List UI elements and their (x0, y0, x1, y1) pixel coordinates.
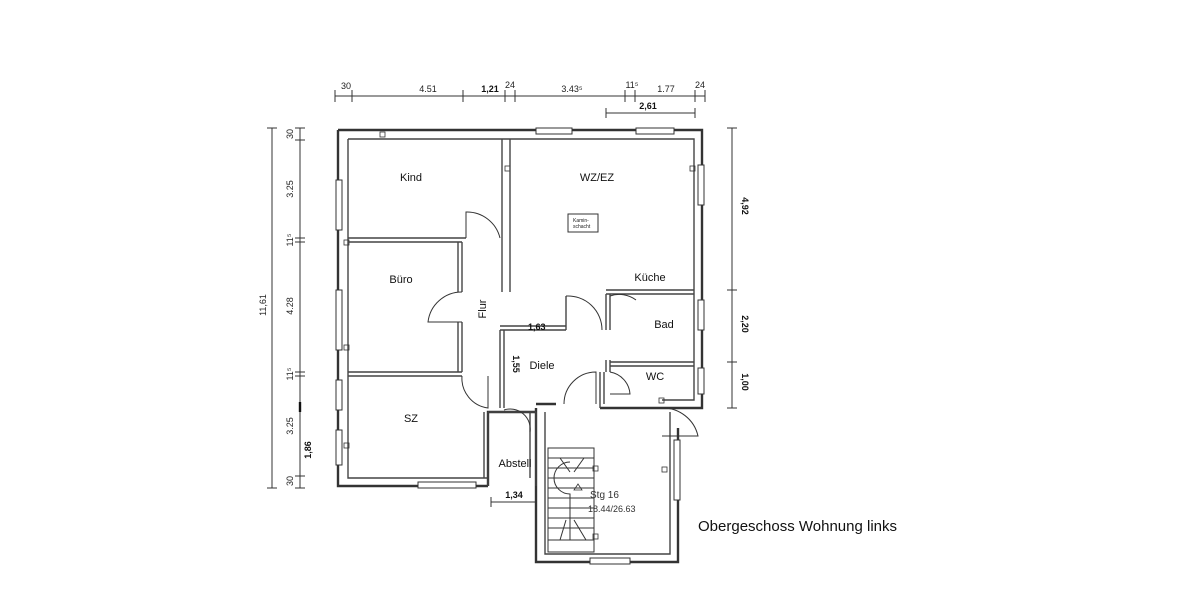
room-wc: WC (646, 371, 664, 383)
right-dim-3: 1,00 (740, 373, 750, 391)
room-kind: Kind (400, 172, 422, 184)
top-dim-3: 1,21 (481, 84, 499, 94)
kaminschacht-label-2: schacht (573, 224, 591, 230)
left-dimension-chain: 11,61 30 3.25 11⁵ 4.28 11⁵ 3.25 30 1,86 (258, 127, 313, 489)
top-dim-7: 1.77 (657, 84, 675, 94)
inner-dimensions: 1,63 1,55 1,34 (490, 322, 546, 507)
left-dim-3: 11⁵ (285, 233, 295, 246)
top-dim-2: 4.51 (419, 84, 437, 94)
room-wzez: WZ/EZ (580, 172, 614, 184)
left-total-dim: 11,61 (258, 294, 268, 316)
windows (335, 127, 705, 565)
top-dimension-chain: 30 4.51 1,21 24 3.43⁵ 11⁵ 1.77 24 2,61 (334, 80, 706, 118)
left-dim-6: 3.25 (285, 417, 295, 435)
left-dim-4: 4.28 (285, 297, 295, 315)
left-dim-1: 30 (285, 129, 295, 139)
wall-markers (343, 131, 696, 473)
room-sz: SZ (404, 413, 418, 425)
kaminschacht-label-1: Kamin- (573, 218, 589, 224)
top-dim-6: 11⁵ (625, 80, 638, 90)
top-dim-5: 3.43⁵ (561, 84, 583, 94)
doors (427, 211, 699, 437)
room-bad: Bad (654, 319, 674, 331)
right-dimension-chain: 4,92 2,20 1,00 (727, 127, 750, 409)
right-dim-2: 2,20 (740, 315, 750, 333)
room-buero: Büro (389, 274, 412, 286)
flur-width-dim: 1,63 (528, 322, 546, 332)
top-dim-1: 30 (341, 81, 351, 91)
left-dim-2: 3.25 (285, 180, 295, 198)
room-kueche: Küche (634, 272, 665, 284)
room-abstell: Abstell (498, 458, 531, 470)
right-dim-1: 4,92 (740, 197, 750, 215)
interior-walls (348, 139, 694, 486)
top-dim-4: 24 (505, 80, 515, 90)
staircase: Stg 16 18.44/26.63 (547, 447, 636, 553)
diele-height-dim: 1,55 (511, 355, 521, 373)
kaminschacht: Kamin- schacht (567, 213, 599, 233)
abstell-width-dim: 1,34 (505, 490, 523, 500)
stair-ratio: 18.44/26.63 (588, 504, 636, 514)
plan-title: Obergeschoss Wohnung links (698, 518, 897, 535)
room-flur: Flur (477, 299, 489, 318)
left-dim-5: 11⁵ (285, 367, 295, 380)
top-dim-8: 24 (695, 80, 705, 90)
room-diele: Diele (529, 360, 554, 372)
stair-label: Stg 16 (590, 490, 619, 501)
room-labels: Kind WZ/EZ Büro Flur Küche Bad Diele WC … (389, 172, 673, 470)
left-small-dim: 1,86 (303, 441, 313, 459)
top-sub-dim: 2,61 (639, 101, 657, 111)
left-dim-7: 30 (285, 476, 295, 486)
